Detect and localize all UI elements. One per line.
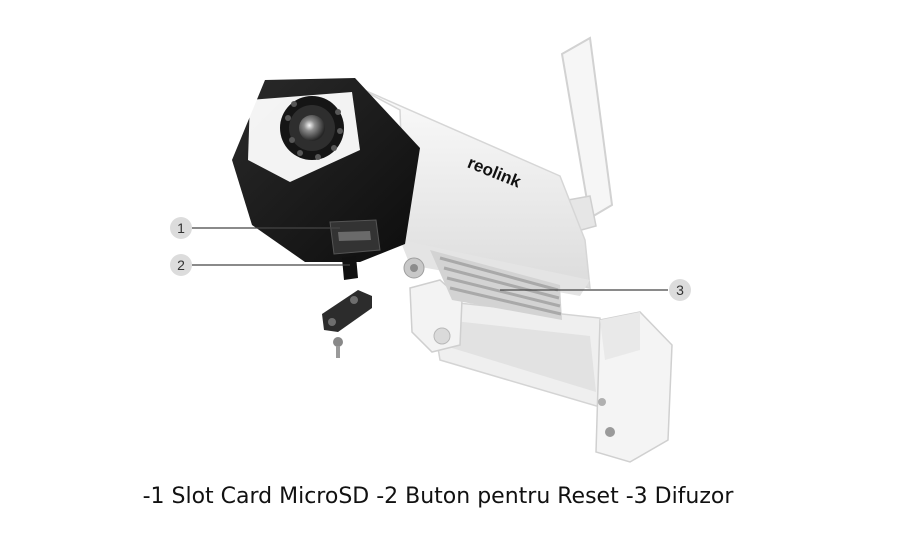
camera-front [232,78,420,262]
wall-mount [409,279,673,463]
screw-icon [333,337,343,358]
callout-3: 3 [669,279,691,301]
callout-2: 2 [170,254,192,276]
lens-icon [299,115,325,141]
speaker-grille [403,250,562,320]
feature-caption: -1 Slot Card MicroSD -2 Buton pentru Res… [142,484,734,509]
microsd-slot [329,219,381,280]
callout-1: 1 [170,217,192,239]
slot-cover [322,290,372,332]
